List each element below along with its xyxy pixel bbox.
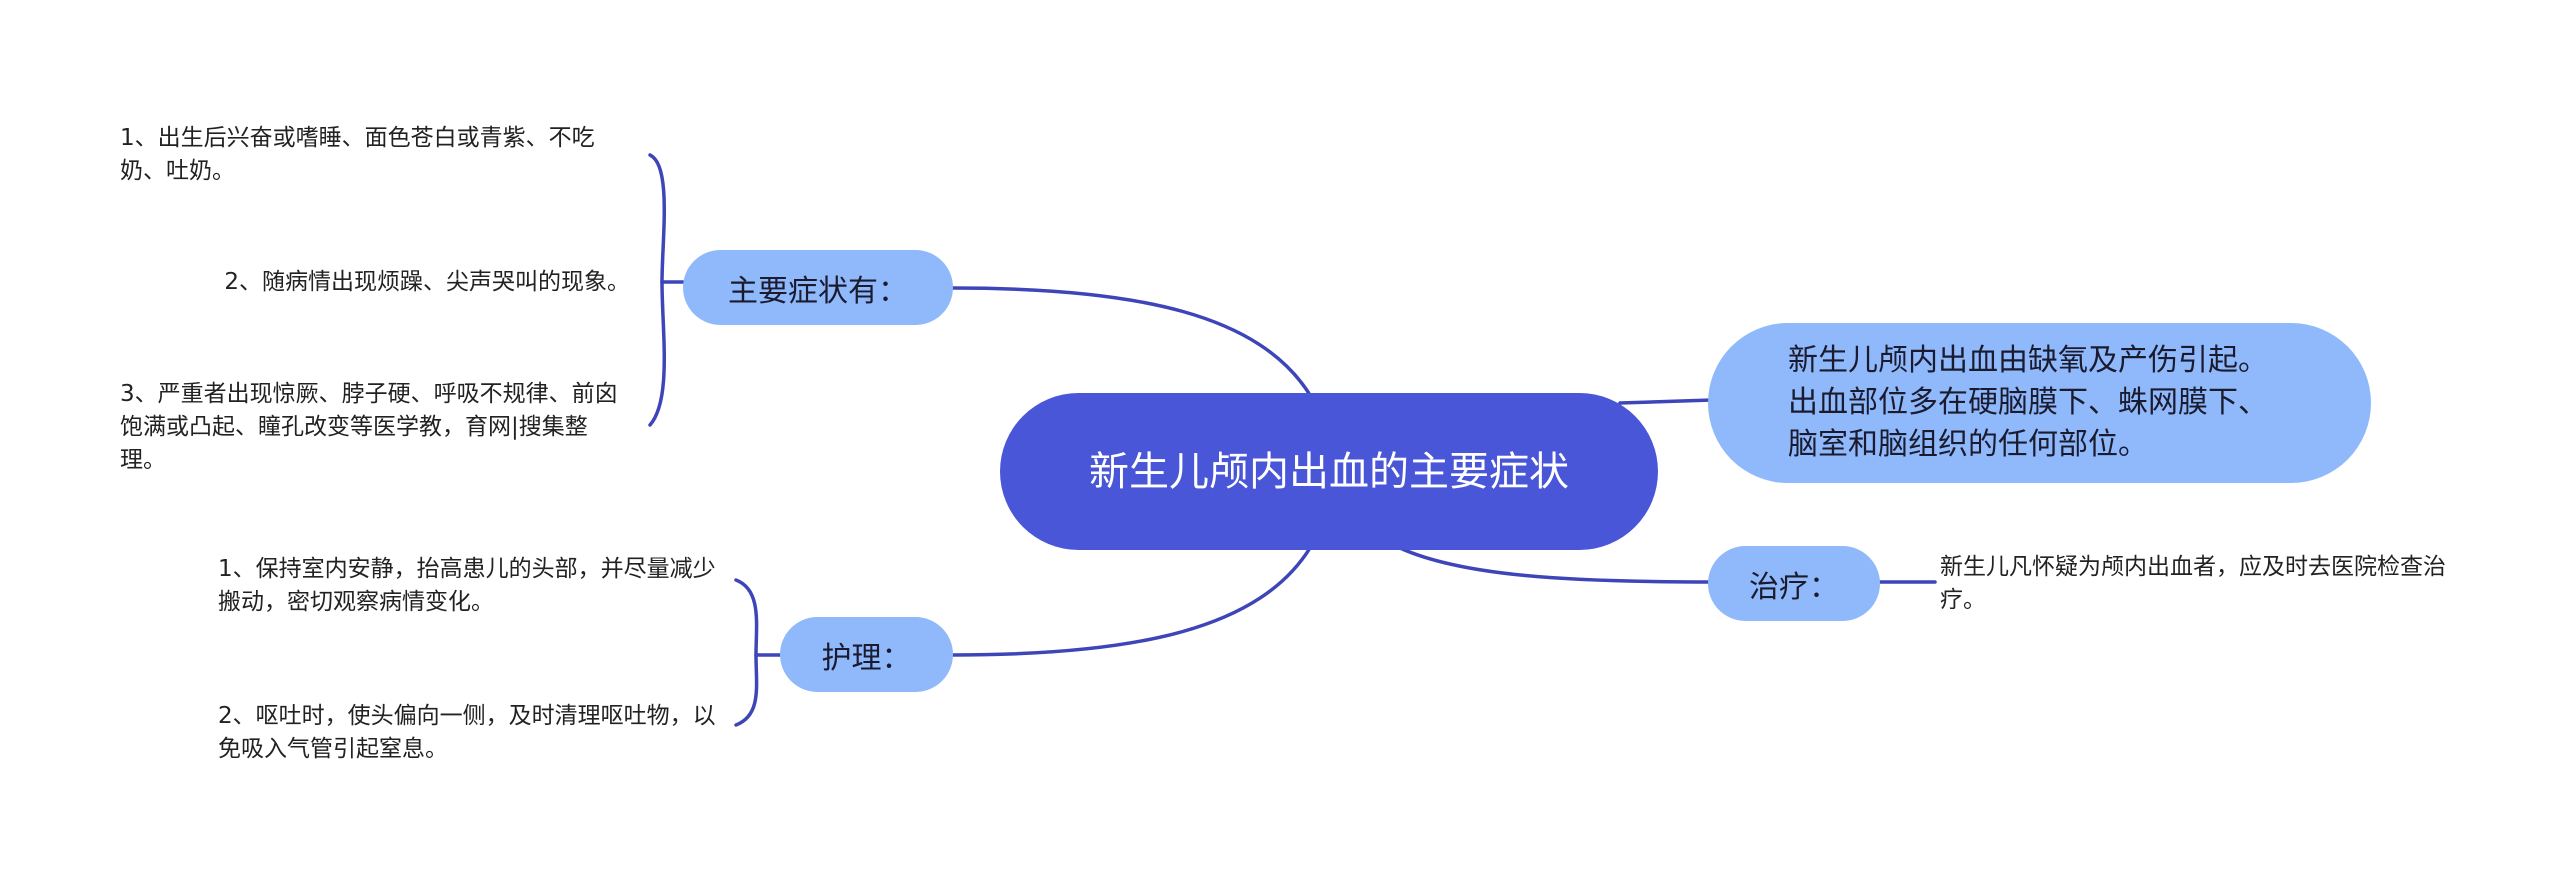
branch-nursing-label: 护理：: [821, 640, 912, 676]
branch-symptoms-label: 主要症状有：: [728, 273, 908, 309]
symptom-item-1[interactable]: 1、出生后兴奋或嗜睡、面色苍白或青紫、不吃奶、吐奶。: [120, 122, 625, 188]
bracket-nursing: [734, 578, 759, 727]
nursing-item-1[interactable]: 1、保持室内安静，抬高患儿的头部，并尽量减少搬动，密切观察病情变化。: [218, 553, 718, 619]
nursing-item-2[interactable]: 2、呕吐时，使头偏向一侧，及时清理呕吐物，以免吸入气管引起窒息。: [218, 700, 718, 766]
link-central-treatment: [1398, 546, 1714, 584]
nursing-item-2-text: 2、呕吐时，使头偏向一侧，及时清理呕吐物，以免吸入气管引起窒息。: [218, 703, 716, 762]
link-central-description: [1618, 398, 1714, 405]
link-central-nursing: [951, 546, 1312, 657]
symptom-item-2[interactable]: 2、随病情出现烦躁、尖声哭叫的现象。: [180, 266, 630, 299]
link-central-symptoms: [951, 286, 1312, 397]
branch-nursing[interactable]: 护理：: [780, 617, 953, 692]
symptom-item-2-text: 2、随病情出现烦躁、尖声哭叫的现象。: [224, 269, 630, 295]
central-topic[interactable]: 新生儿颅内出血的主要症状: [1000, 393, 1658, 550]
symptom-item-3-text: 3、严重者出现惊厥、脖子硬、呼吸不规律、前囟饱满或凸起、瞳孔改变等医学教，育网|…: [120, 381, 618, 473]
description-node[interactable]: 新生儿颅内出血由缺氧及产伤引起。出血部位多在硬脑膜下、蛛网膜下、脑室和脑组织的任…: [1708, 323, 2371, 483]
symptom-item-1-text: 1、出生后兴奋或嗜睡、面色苍白或青紫、不吃奶、吐奶。: [120, 125, 595, 184]
bracket-symptoms: [648, 153, 667, 427]
branch-treatment[interactable]: 治疗：: [1708, 546, 1880, 621]
nursing-item-1-text: 1、保持室内安静，抬高患儿的头部，并尽量减少搬动，密切观察病情变化。: [218, 556, 716, 615]
description-text: 新生儿颅内出血由缺氧及产伤引起。出血部位多在硬脑膜下、蛛网膜下、脑室和脑组织的任…: [1788, 343, 2268, 462]
branch-symptoms[interactable]: 主要症状有：: [683, 250, 953, 325]
branch-treatment-label: 治疗：: [1749, 569, 1839, 605]
symptom-item-3[interactable]: 3、严重者出现惊厥、脖子硬、呼吸不规律、前囟饱满或凸起、瞳孔改变等医学教，育网|…: [120, 378, 620, 477]
treatment-item-1[interactable]: 新生儿凡怀疑为颅内出血者，应及时去医院检查治疗。: [1940, 551, 2460, 617]
treatment-item-1-text: 新生儿凡怀疑为颅内出血者，应及时去医院检查治疗。: [1940, 554, 2446, 613]
central-topic-label: 新生儿颅内出血的主要症状: [1089, 448, 1569, 495]
